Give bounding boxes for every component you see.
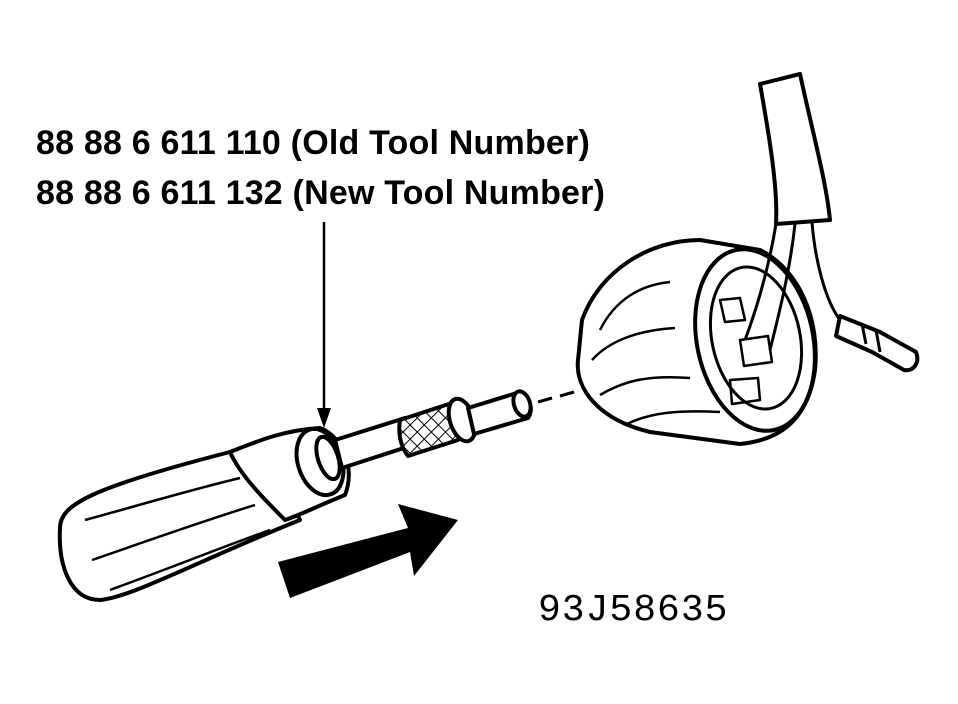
push-arrow	[278, 504, 458, 598]
tool-screwdriver	[57, 389, 533, 602]
connector	[575, 238, 818, 446]
tool-handle	[57, 450, 302, 602]
old-tool-number-label: 88 88 6 611 110 (Old Tool Number)	[36, 124, 590, 162]
leader-line	[317, 222, 331, 428]
cable-jacket	[758, 72, 832, 226]
figure-id: 93J58635	[538, 589, 729, 632]
loose-terminal	[834, 314, 920, 373]
alignment-dashes	[537, 390, 575, 404]
cable	[743, 72, 920, 373]
new-tool-number-label: 88 88 6 611 132 (New Tool Number)	[36, 174, 606, 212]
